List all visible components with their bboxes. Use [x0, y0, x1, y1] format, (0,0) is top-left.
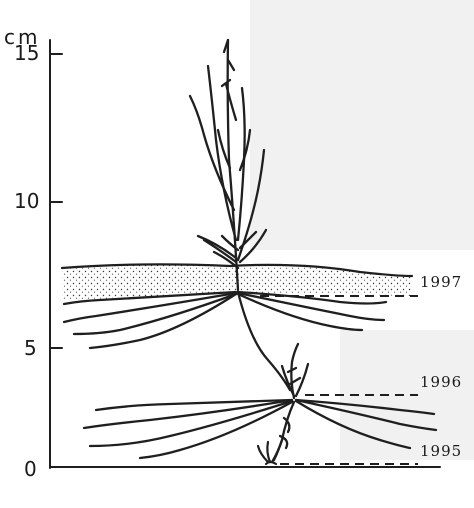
tick-label-10: 10 [14, 189, 39, 213]
node-1995 [258, 440, 282, 464]
roots-1997 [64, 292, 386, 390]
tick-label-15: 15 [14, 41, 39, 65]
year-label-1997: 1997 [420, 273, 462, 291]
y-axis: cm 15 10 5 0 [4, 25, 62, 481]
tick-label-5: 5 [24, 336, 37, 360]
year-label-1996: 1996 [420, 373, 462, 391]
year-label-1995: 1995 [420, 442, 462, 460]
tick-label-0: 0 [24, 457, 37, 481]
background-show-through [250, 0, 474, 460]
